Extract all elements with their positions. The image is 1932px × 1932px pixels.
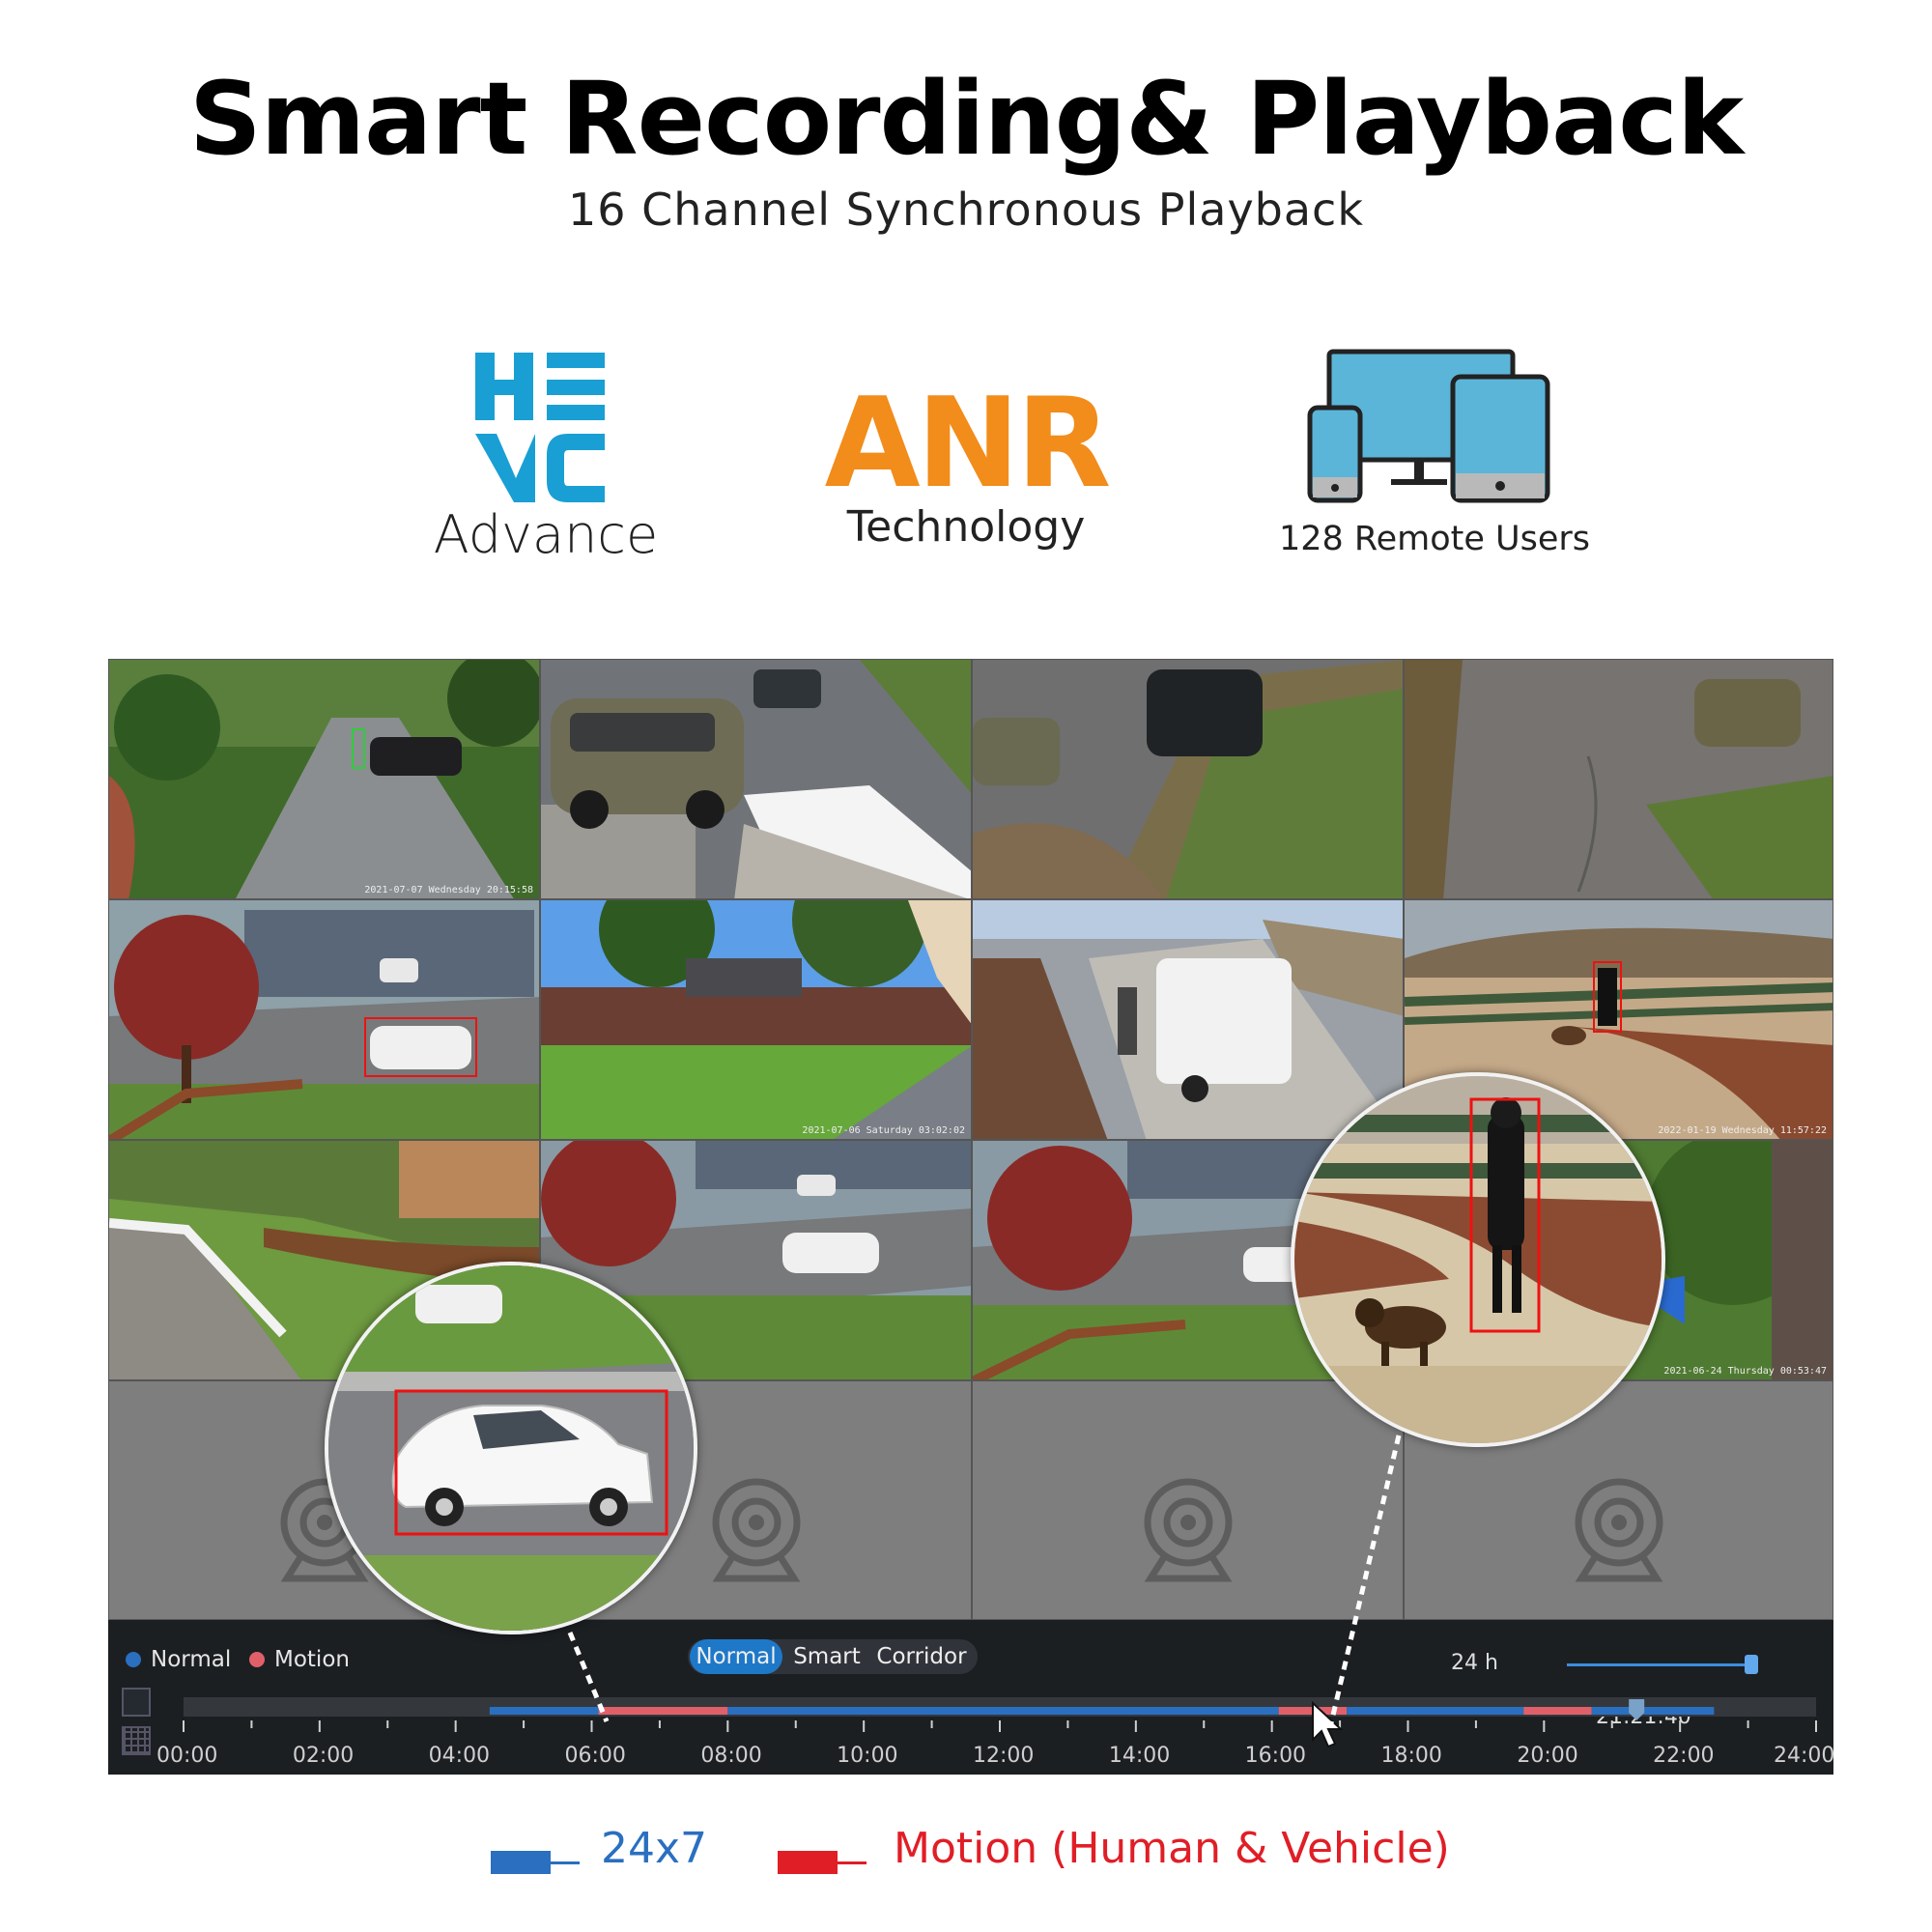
hevc-logo-icon — [475, 353, 605, 502]
playhead-marker[interactable] — [1629, 1699, 1645, 1720]
timeline-tick-label: 10:00 — [837, 1744, 898, 1768]
remote-users-caption: 128 Remote Users — [1278, 520, 1591, 558]
mode-smart-button[interactable]: Smart — [793, 1644, 861, 1669]
timeline-tick-label: 18:00 — [1380, 1744, 1442, 1768]
camera-timestamp: 2022-01-19 Wednesday 11:57:22 — [1658, 1125, 1827, 1136]
legend-normal: Normal — [126, 1647, 231, 1672]
timeline-tick-label: 16:00 — [1244, 1744, 1307, 1768]
camera-tile-6[interactable]: 2021-07-06 Saturday 03:02:02 — [540, 899, 972, 1140]
multi-view-grid-icon[interactable] — [122, 1726, 151, 1755]
camera-timestamp: 2021-06-24 Thursday 00:53:47 — [1663, 1366, 1827, 1377]
anr-caption: Technology — [846, 502, 1086, 552]
empty-channel-tile-15[interactable] — [972, 1380, 1404, 1620]
timeline-segment-motion[interactable] — [598, 1707, 728, 1715]
bottom-legend-24x7 — [491, 1826, 587, 1884]
timeline-tick-label: 02:00 — [292, 1744, 355, 1768]
camera-tile-4[interactable] — [1404, 659, 1833, 899]
camera-tile-10[interactable] — [540, 1140, 972, 1380]
zoom-level-label: 24 h — [1451, 1651, 1498, 1675]
zoom-slider-handle[interactable] — [1745, 1655, 1758, 1674]
mode-normal-button[interactable]: Normal — [690, 1639, 782, 1674]
magnified-human-detection — [1291, 1072, 1665, 1447]
timeline-segment-normal[interactable] — [1591, 1707, 1715, 1715]
camera-tile-1[interactable]: 2021-07-07 Wednesday 20:15:58 — [108, 659, 540, 899]
camera-icon — [712, 1478, 800, 1582]
devices-icon — [1307, 349, 1550, 503]
timeline-tick-label: 20:00 — [1517, 1744, 1578, 1768]
timeline-segment-normal[interactable] — [489, 1707, 599, 1715]
camera-icon — [1575, 1478, 1662, 1582]
camera-tile-9[interactable] — [108, 1140, 540, 1380]
zoom-slider-track[interactable] — [1567, 1663, 1750, 1666]
timeline-tick-label: 14:00 — [1108, 1744, 1171, 1768]
timeline-segment-motion[interactable] — [1523, 1707, 1592, 1715]
camera-tile-2[interactable] — [540, 659, 972, 899]
single-view-button[interactable] — [122, 1688, 151, 1717]
legend-motion-label: Motion — [274, 1647, 350, 1672]
camera-timestamp: 2021-07-07 Wednesday 20:15:58 — [364, 885, 533, 895]
playback-timeline: Normal Motion Normal Smart Corridor 24 h… — [108, 1620, 1833, 1775]
record-mode-switch: Normal Smart Corridor — [688, 1639, 978, 1674]
timeline-tick-label: 00:00 — [156, 1744, 218, 1768]
camera-icon — [1144, 1478, 1232, 1582]
legend-motion-label: Motion (Human & Vehicle) — [894, 1824, 1450, 1873]
timeline-tick-label: 22:00 — [1653, 1744, 1715, 1768]
timeline-tick-label: 12:00 — [973, 1744, 1035, 1768]
normal-dot-icon — [126, 1652, 141, 1667]
camera-tile-5[interactable] — [108, 899, 540, 1140]
legend-motion: Motion — [249, 1647, 350, 1672]
camera-tile-7[interactable] — [972, 899, 1404, 1140]
legend-normal-label: Normal — [151, 1647, 232, 1672]
timeline-segment-normal[interactable] — [1347, 1707, 1524, 1715]
timeline-segment-normal[interactable] — [727, 1707, 1279, 1715]
legend-24x7-label: 24x7 — [601, 1824, 708, 1873]
timeline-tick-label: 06:00 — [564, 1744, 626, 1768]
camera-tile-3[interactable] — [972, 659, 1404, 899]
mode-corridor-button[interactable]: Corridor — [876, 1644, 967, 1669]
timeline-tick-label: 24:00 — [1774, 1744, 1833, 1768]
bottom-legend-motion — [778, 1826, 874, 1884]
page-subtitle: 16 Channel Synchronous Playback — [568, 184, 1364, 236]
magnified-vehicle-detection — [325, 1262, 697, 1634]
mouse-cursor-icon — [1312, 1701, 1344, 1748]
anr-logo-icon: ANR — [824, 372, 1112, 516]
page-title: Smart Recording& Playback — [188, 60, 1744, 178]
camera-timestamp: 2021-07-06 Saturday 03:02:02 — [802, 1125, 965, 1136]
motion-dot-icon — [249, 1652, 265, 1667]
timeline-tick-label: 04:00 — [428, 1744, 491, 1768]
timeline-tick-label: 08:00 — [700, 1744, 762, 1768]
hevc-caption: Advance — [433, 504, 659, 565]
